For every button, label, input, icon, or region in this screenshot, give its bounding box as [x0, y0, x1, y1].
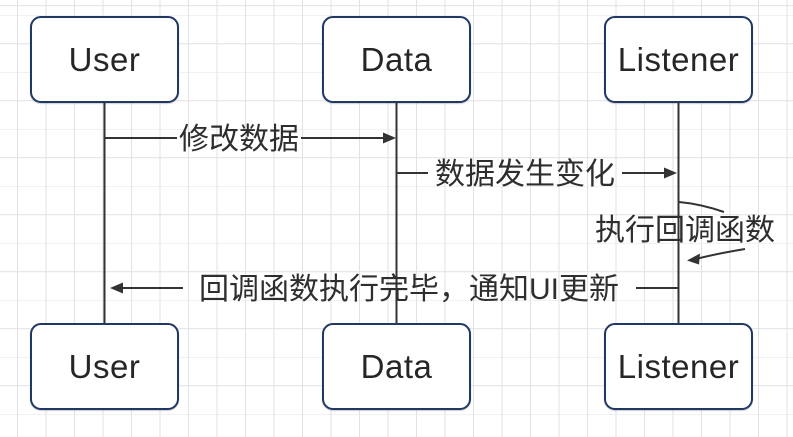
actor-box-listener-bottom: Listener — [604, 323, 753, 410]
message-arrow-4 — [110, 282, 679, 294]
actor-label-data: Data — [360, 347, 433, 385]
message-label-execute-callback: 执行回调函数 — [595, 214, 775, 247]
actor-box-data-top: Data — [322, 16, 471, 103]
actor-label-listener: Listener — [617, 40, 740, 78]
actor-label-user: User — [68, 40, 141, 78]
message-label-modify-data: 修改数据 — [179, 123, 299, 156]
actor-box-data-bottom: Data — [322, 323, 471, 410]
message-arrow-3-self-loop — [678, 201, 746, 265]
actor-box-user-bottom: User — [30, 323, 179, 410]
actor-label-listener: Listener — [617, 347, 740, 385]
actor-label-data: Data — [360, 40, 433, 78]
actor-label-user: User — [68, 347, 141, 385]
message-arrow-2 — [396, 167, 677, 179]
actor-box-user-top: User — [30, 16, 179, 103]
message-label-callback-done-notify-ui: 回调函数执行完毕，通知UI更新 — [199, 273, 619, 306]
message-arrow-1 — [104, 132, 396, 144]
message-label-data-changed: 数据发生变化 — [435, 158, 615, 191]
actor-box-listener-top: Listener — [604, 16, 753, 103]
